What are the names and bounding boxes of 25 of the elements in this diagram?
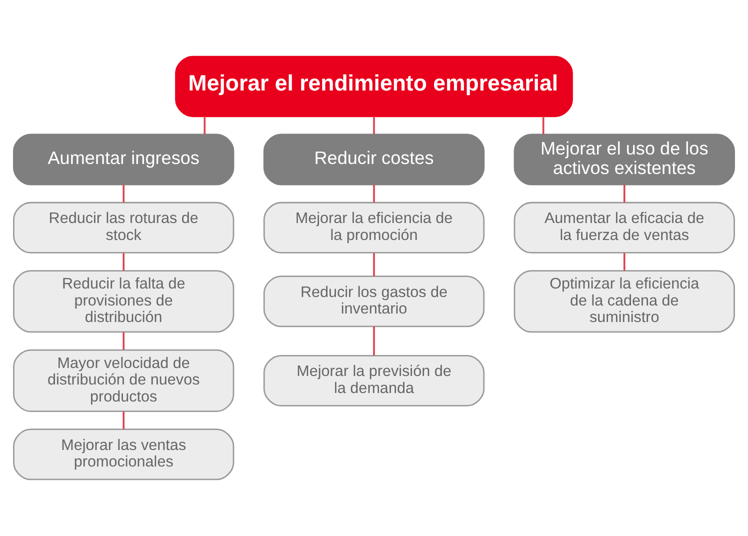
connector	[122, 412, 125, 430]
connector	[122, 184, 125, 202]
connector	[623, 184, 626, 202]
node-box: Mejorar la eficiencia de la promoción	[263, 202, 485, 254]
node-box: Optimizar la eficiencia de la cadena de suministro	[514, 270, 735, 333]
connector	[122, 332, 125, 350]
node-box: Aumentar ingresos	[13, 134, 234, 186]
connector	[373, 326, 375, 356]
node-box: Mejorar el rendimiento empresarial	[175, 56, 573, 118]
connector	[373, 253, 375, 276]
connector	[373, 116, 375, 134]
node-box: Aumentar la eficacia de la fuerza de ventas	[514, 202, 735, 254]
node-box: Mejorar el uso de los activos existentes	[514, 134, 735, 186]
node-box: Reducir costes	[263, 134, 485, 186]
node-box: Reducir los gastos de inventario	[263, 276, 485, 328]
connector	[122, 253, 125, 271]
node-box: Reducir las roturas de stock	[13, 202, 234, 254]
node-box: Mayor velocidad de distribución de nuevos productos	[13, 349, 234, 412]
node-box: Reducir la falta de provisiones de distribución	[13, 270, 234, 333]
node-box: Mejorar las ventas promocionales	[13, 428, 234, 480]
connector	[373, 184, 375, 202]
node-box: Mejorar la previsión de la demanda	[263, 354, 485, 406]
connector	[204, 116, 206, 134]
connector	[542, 116, 544, 134]
connector	[623, 253, 626, 271]
